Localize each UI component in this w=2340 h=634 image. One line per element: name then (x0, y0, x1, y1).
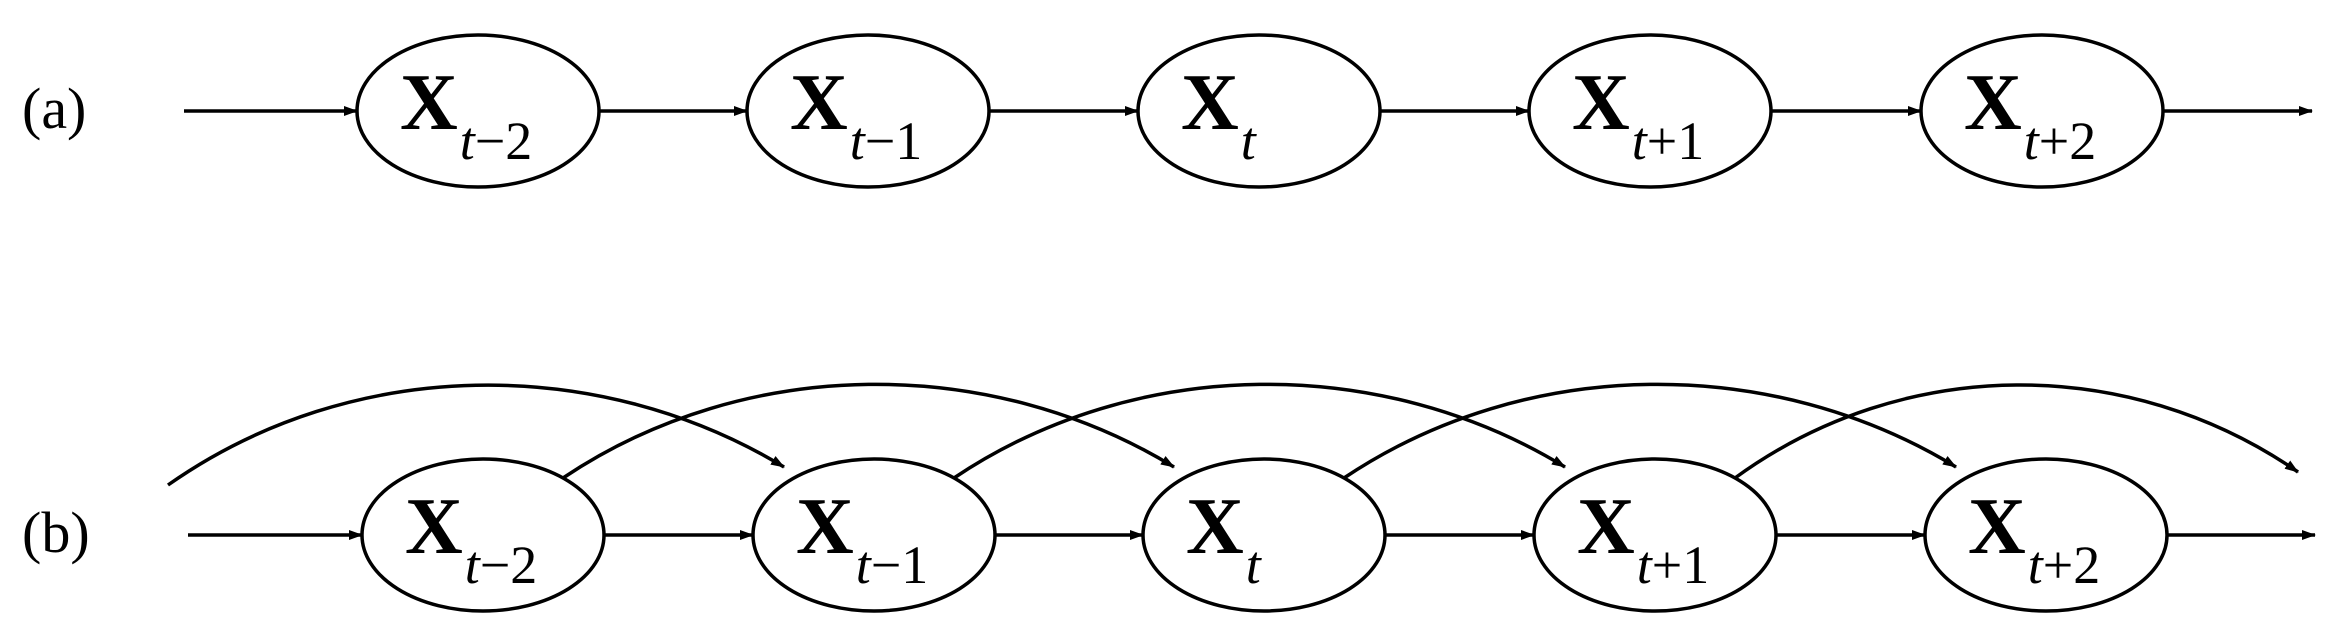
node-variable: X (405, 483, 463, 571)
node: Xt+1 (1532, 457, 1778, 613)
node-subscript-index: t (2028, 535, 2045, 595)
node: Xt−2 (355, 33, 601, 189)
node-ellipse (1923, 457, 2169, 613)
node-subscript-index: t (2024, 111, 2041, 171)
node-label: Xt (1181, 59, 1258, 171)
node-variable: X (1181, 59, 1239, 147)
node-label: Xt+2 (1964, 59, 2096, 171)
node-variable: X (1186, 483, 1244, 571)
node-subscript-offset: −1 (871, 535, 928, 595)
node-ellipse (745, 33, 991, 189)
node-variable: X (1577, 483, 1635, 571)
node-ellipse (1141, 457, 1387, 613)
node-label: Xt+1 (1577, 483, 1709, 595)
node-label: Xt+1 (1572, 59, 1704, 171)
node-ellipse (360, 457, 606, 613)
node-variable: X (796, 483, 854, 571)
node: Xt−1 (745, 33, 991, 189)
node-ellipse (355, 33, 601, 189)
node-ellipse (1919, 33, 2165, 189)
node-variable: X (1572, 59, 1630, 147)
node-variable: X (790, 59, 848, 147)
node: Xt (1136, 33, 1382, 189)
node-label: Xt−1 (796, 483, 928, 595)
node: Xt−2 (360, 457, 606, 613)
node-label: Xt−1 (790, 59, 922, 171)
node-subscript-index: t (1246, 535, 1263, 595)
skip-edge (166, 383, 785, 487)
node: Xt+1 (1527, 33, 1773, 189)
node-variable: X (1968, 483, 2026, 571)
node-subscript-offset: −2 (475, 111, 532, 171)
node-ellipse (1527, 33, 1773, 189)
node-subscript-index: t (1637, 535, 1654, 595)
node: Xt+2 (1923, 457, 2169, 613)
node-subscript-offset: +1 (1647, 111, 1704, 171)
panel-label: (b) (22, 500, 90, 565)
node-subscript-index: t (465, 535, 482, 595)
skip-edge (953, 382, 1566, 480)
node: Xt−1 (751, 457, 997, 613)
node-subscript-index: t (1632, 111, 1649, 171)
node-label: Xt (1186, 483, 1263, 595)
node-ellipse (751, 457, 997, 613)
node-subscript-offset: −2 (480, 535, 537, 595)
node: Xt+2 (1919, 33, 2165, 189)
node-subscript-index: t (460, 111, 477, 171)
skip-edge (562, 382, 1175, 480)
node-variable: X (1964, 59, 2022, 147)
node-subscript-index: t (856, 535, 873, 595)
node-label: Xt+2 (1968, 483, 2100, 595)
panel-label: (a) (22, 76, 86, 141)
node: Xt (1141, 457, 1387, 613)
node-subscript-offset: −1 (865, 111, 922, 171)
node-subscript-index: t (850, 111, 867, 171)
node-ellipse (1532, 457, 1778, 613)
node-variable: X (400, 59, 458, 147)
skip-edge (1343, 382, 1957, 480)
node-label: Xt−2 (405, 483, 537, 595)
node-subscript-offset: +2 (2039, 111, 2096, 171)
node-label: Xt−2 (400, 59, 532, 171)
node-subscript-offset: +2 (2043, 535, 2100, 595)
node-ellipse (1136, 33, 1382, 189)
skip-edge (1733, 383, 2299, 480)
node-subscript-index: t (1241, 111, 1258, 171)
node-subscript-offset: +1 (1652, 535, 1709, 595)
